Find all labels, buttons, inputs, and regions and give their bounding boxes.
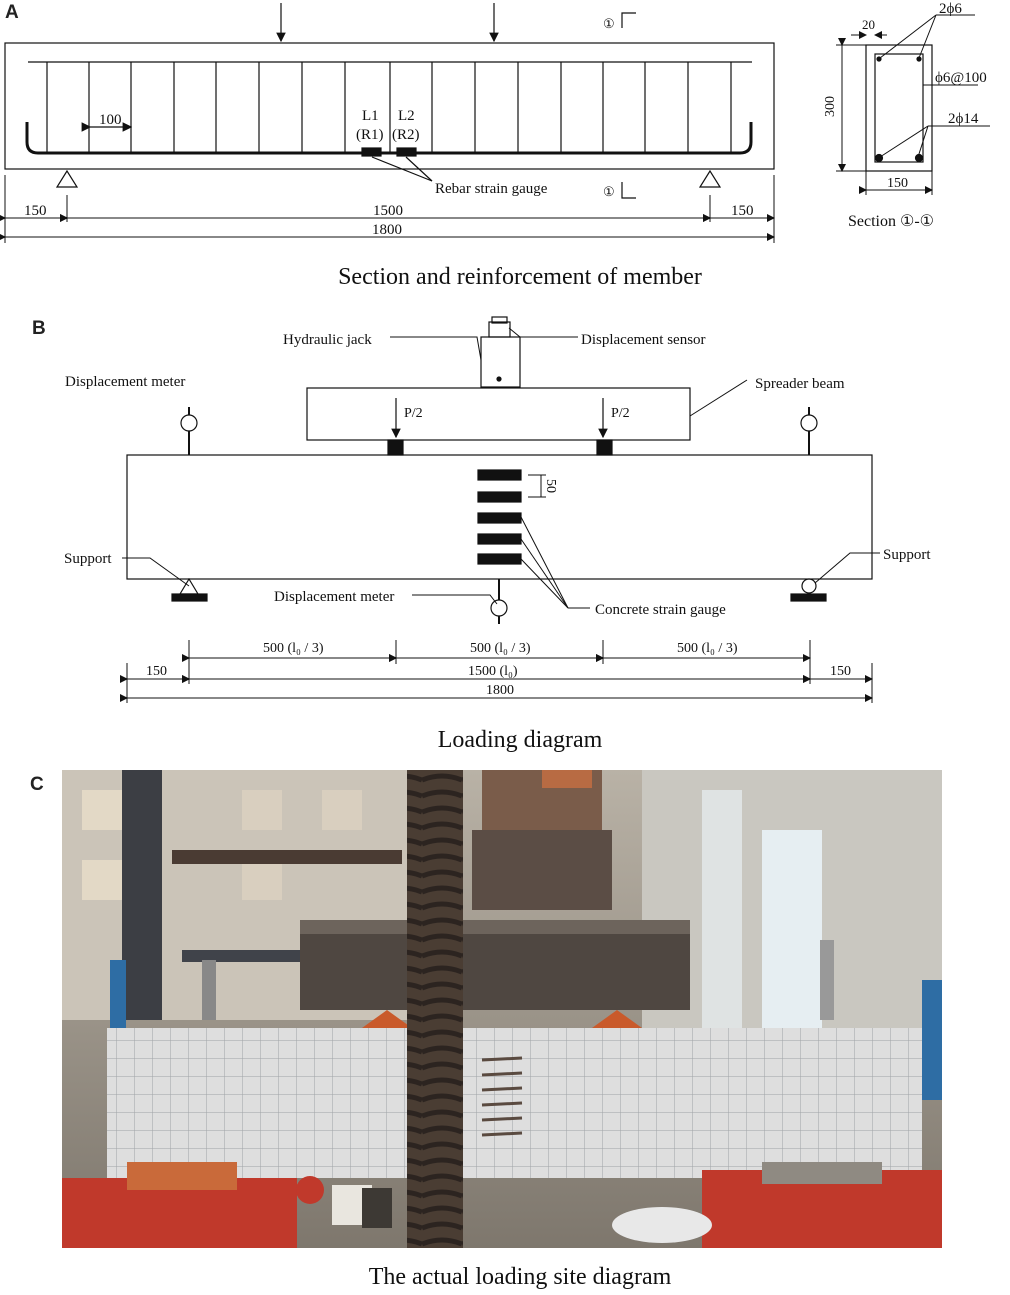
gauge-r1-label: (R1) xyxy=(356,127,384,143)
cover-label: 20 xyxy=(862,17,875,32)
dial-gauge-mid xyxy=(490,599,508,617)
gauge-r2-label: (R2) xyxy=(392,127,420,143)
panel-b-drawing xyxy=(120,316,880,703)
hydraulic-jack-label: Hydraulic jack xyxy=(283,332,372,348)
bottom-bars-label: 2ϕ14 xyxy=(948,111,979,127)
dim-b-right: 150 xyxy=(830,664,851,679)
caption-b: Loading diagram xyxy=(437,727,603,753)
dim-b-third-mid: 500 (l₀ / 3) xyxy=(470,641,531,656)
dial-gauge-right xyxy=(800,414,818,432)
bottom-rebar xyxy=(25,122,753,155)
concrete-gauge-label: Concrete strain gauge xyxy=(595,602,726,618)
section-stirrup xyxy=(874,53,924,163)
section-height-label: 300 xyxy=(823,96,838,117)
dim-b-total: 1800 xyxy=(486,683,514,698)
support-right-label: Support xyxy=(883,547,931,563)
displacement-meter-top-label: Displacement meter xyxy=(65,374,185,390)
dial-gauge-left xyxy=(180,414,198,432)
gauge-l1-label: L1 xyxy=(362,108,379,124)
displacement-sensor-label: Displacement sensor xyxy=(581,332,706,348)
gauge-spacing-label: 50 xyxy=(543,479,558,493)
section-title: Section ①-① xyxy=(848,213,934,230)
section-outline xyxy=(865,44,933,172)
support-left-label: Support xyxy=(64,551,112,567)
roller-support xyxy=(801,578,817,594)
gauge-leader-2 xyxy=(405,156,433,182)
load-pad-right xyxy=(596,439,613,456)
section-mark-bottom-label: ① xyxy=(603,184,615,199)
load-pad-left xyxy=(387,439,404,456)
concrete-gauge-1 xyxy=(477,469,522,481)
concrete-gauge-5 xyxy=(477,553,522,565)
panel-b-labels: Hydraulic jack Displacement sensor Displ… xyxy=(64,332,931,698)
displacement-sensor xyxy=(488,321,511,338)
dim-b-span: 1500 (l₀) xyxy=(468,664,518,679)
section-mark-top-label: ① xyxy=(603,16,615,31)
panel-b-letter: B xyxy=(32,318,46,339)
spreader-beam-label: Spreader beam xyxy=(755,376,845,392)
gauge-l2-label: L2 xyxy=(398,108,415,124)
load-left-label: P/2 xyxy=(404,406,423,421)
dim-a-left: 150 xyxy=(24,203,47,219)
concrete-gauge-3 xyxy=(477,512,522,524)
caption-a: Section and reinforcement of member xyxy=(338,264,702,290)
dim-b-left: 150 xyxy=(146,664,167,679)
section-width-label: 150 xyxy=(887,176,908,191)
rebar-gauge-l1 xyxy=(361,147,382,157)
panel-c-letter: C xyxy=(30,774,44,795)
dim-a-middle: 1500 xyxy=(373,203,403,219)
gauge-leader-1 xyxy=(371,156,433,182)
support-left-triangle xyxy=(55,169,79,188)
panel-a-labels: 100 L1 (R1) L2 (R2) Rebar strain gauge ①… xyxy=(24,16,754,238)
concrete-gauge-4 xyxy=(477,533,522,545)
stirrups-label: ϕ6@100 xyxy=(935,70,987,86)
section-mark-top xyxy=(621,12,636,28)
bottom-bar-right xyxy=(914,153,924,163)
cross-section xyxy=(836,14,990,195)
cross-section-labels: 2ϕ6 20 ϕ6@100 2ϕ14 300 150 Section ①-① xyxy=(823,1,987,230)
spreader-beam xyxy=(306,387,691,441)
top-bars-label: 2ϕ6 xyxy=(939,1,962,17)
dim-b-third-left: 500 (l₀ / 3) xyxy=(263,641,324,656)
panel-a-elevation xyxy=(0,3,775,243)
stirrup-spacing-label: 100 xyxy=(99,112,122,128)
dim-a-total: 1800 xyxy=(372,222,402,238)
load-right-label: P/2 xyxy=(611,406,630,421)
support-right-triangle xyxy=(698,169,722,188)
section-mark-bottom xyxy=(621,182,636,199)
displacement-meter-bottom-label: Displacement meter xyxy=(274,589,394,605)
panel-a-letter: A xyxy=(5,2,19,23)
rebar-gauge-l2 xyxy=(396,147,417,157)
concrete-gauge-2 xyxy=(477,491,522,503)
beam-outline xyxy=(4,42,775,170)
dim-a-right: 150 xyxy=(731,203,754,219)
photo-scene xyxy=(62,770,942,1248)
stirrups xyxy=(46,62,732,153)
loading-site-photo xyxy=(62,770,942,1248)
dim-b-third-right: 500 (l₀ / 3) xyxy=(677,641,738,656)
caption-c: The actual loading site diagram xyxy=(368,1264,672,1290)
rebar-gauge-label: Rebar strain gauge xyxy=(435,181,548,197)
